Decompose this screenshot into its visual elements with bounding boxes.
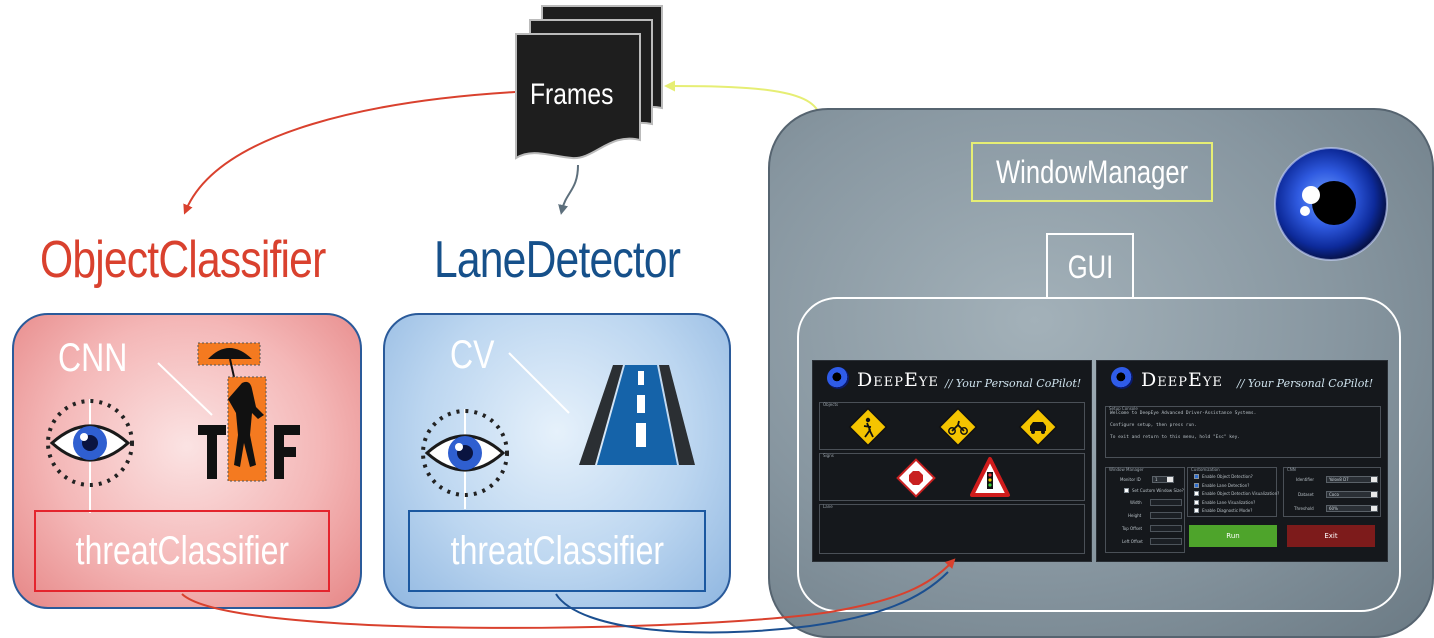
objectclassifier-graphics bbox=[46, 342, 300, 513]
objects-sign-icons bbox=[848, 407, 1058, 447]
customization-option-label: Enable Lane Visualization? bbox=[1202, 499, 1256, 505]
eye-icon bbox=[421, 409, 509, 497]
lanedetector-threatclassifier-label: threatClassifier bbox=[450, 528, 664, 573]
customization-option-label: Enable Diagnostic Mode? bbox=[1202, 508, 1253, 513]
dataset-select[interactable]: Coco bbox=[1326, 491, 1378, 498]
traffic-light-warning-sign-icon bbox=[970, 457, 1010, 497]
deepeye-logo-icon bbox=[1274, 147, 1388, 261]
objectclassifier-box bbox=[12, 313, 362, 609]
frames-to-lanedetector-arrow bbox=[558, 164, 579, 215]
run-button[interactable]: Run bbox=[1189, 525, 1277, 547]
object-detection-icon bbox=[197, 342, 300, 482]
objects-panel-label: Objects bbox=[823, 402, 839, 407]
mini-eye-logo-icon bbox=[827, 367, 849, 389]
gui-frame bbox=[797, 297, 1401, 612]
gui-label: GUI bbox=[1067, 248, 1113, 285]
top-offset-field[interactable] bbox=[1150, 525, 1182, 532]
stop-ahead-sign-icon bbox=[896, 458, 936, 498]
console-line-2: Configure setup, then press run. bbox=[1110, 423, 1197, 428]
cnn-panel: CNN Identifier Yolov8 D7 Dataset Coco Th… bbox=[1283, 467, 1381, 517]
app-tagline: // Your Personal CoPilot! bbox=[1237, 377, 1374, 390]
app-screen-right: DeepEye // Your Personal CoPilot! Setup … bbox=[1096, 360, 1388, 562]
window-manager-panel-label: Window Manager bbox=[1109, 467, 1144, 472]
monitor-id-label: Monitor ID bbox=[1120, 477, 1141, 482]
pedestrian-sign-icon bbox=[848, 407, 888, 447]
customization-option-checkbox[interactable] bbox=[1194, 508, 1199, 513]
exit-button[interactable]: Exit bbox=[1287, 525, 1375, 547]
cnn-label: CNN bbox=[58, 336, 128, 380]
customization-panel: Customization Enable Object Detection? En… bbox=[1187, 467, 1280, 517]
signs-panel: Signs bbox=[819, 453, 1085, 501]
frames-to-objectclassifier-arrow bbox=[183, 91, 516, 215]
windowmanager-label: WindowManager bbox=[995, 153, 1189, 190]
frames-label: Frames bbox=[530, 78, 614, 111]
custom-size-checkbox[interactable] bbox=[1124, 488, 1129, 493]
app-brand: DeepEye bbox=[1141, 369, 1223, 391]
monitor-id-select[interactable]: 1 bbox=[1152, 476, 1174, 483]
car-sign-icon bbox=[1018, 407, 1058, 447]
top-offset-label: Top Offset bbox=[1122, 526, 1143, 531]
console-line-1: Welcome to DeepEye Advanced Driver-Assis… bbox=[1110, 411, 1257, 416]
eye-icon bbox=[46, 399, 134, 487]
app-tagline: // Your Personal CoPilot! bbox=[945, 377, 1082, 390]
road-icon bbox=[579, 365, 695, 465]
identifier-label: Identifier bbox=[1296, 477, 1315, 482]
cnn-panel-label: CNN bbox=[1287, 467, 1296, 472]
customization-option-checkbox[interactable] bbox=[1194, 482, 1199, 488]
customization-option-checkbox[interactable] bbox=[1194, 491, 1199, 496]
objectclassifier-title: ObjectClassifier bbox=[40, 231, 326, 289]
window-manager-panel: Window Manager Monitor ID 1 Set Custom W… bbox=[1105, 467, 1185, 553]
customization-option-checkbox[interactable] bbox=[1194, 499, 1199, 505]
height-label: Height bbox=[1128, 513, 1142, 518]
width-label: Width bbox=[1130, 500, 1142, 505]
identifier-select[interactable]: Yolov8 D7 bbox=[1326, 476, 1378, 483]
customization-option-label: Enable Object Detection Visualization? bbox=[1202, 491, 1280, 496]
signs-sign-icons bbox=[896, 457, 1010, 498]
cv-label: CV bbox=[450, 333, 495, 377]
left-offset-label: Left Offset bbox=[1122, 539, 1143, 544]
threshold-select[interactable]: 60% bbox=[1326, 505, 1378, 512]
dataset-label: Dataset bbox=[1298, 492, 1314, 497]
custom-size-label: Set Custom Window Size? bbox=[1132, 488, 1184, 493]
customization-panel-label: Customization bbox=[1191, 467, 1220, 472]
console-line-3: To exit and return to this menu, hold "E… bbox=[1110, 435, 1241, 440]
gui-tab: GUI bbox=[1046, 233, 1134, 299]
customization-option-label: Enable Lane Detection? bbox=[1202, 482, 1250, 488]
customization-option-label: Enable Object Detection? bbox=[1202, 474, 1253, 479]
app-brand: DeepEye bbox=[857, 369, 939, 391]
threshold-label: Threshold bbox=[1294, 506, 1314, 511]
setup-console-label: Setup Console bbox=[1109, 406, 1138, 411]
lanedetector-graphics bbox=[421, 352, 695, 509]
objects-panel: Objects bbox=[819, 402, 1085, 450]
app-screen-left: DeepEye // Your Personal CoPilot! Object… bbox=[812, 360, 1092, 562]
height-field[interactable] bbox=[1150, 512, 1182, 519]
lanedetector-title: LaneDetector bbox=[434, 231, 681, 289]
width-field[interactable] bbox=[1150, 499, 1182, 506]
windowmanager-box: WindowManager bbox=[971, 142, 1213, 202]
objectclassifier-threatclassifier-box: threatClassifier bbox=[34, 510, 330, 592]
mini-eye-logo-icon bbox=[1111, 367, 1133, 389]
setup-console-panel: Setup Console Welcome to DeepEye Advance… bbox=[1105, 406, 1381, 458]
lane-panel: Lane bbox=[819, 504, 1085, 554]
objectclassifier-threatclassifier-label: threatClassifier bbox=[75, 528, 289, 573]
left-offset-field[interactable] bbox=[1150, 538, 1182, 545]
customization-option-checkbox[interactable] bbox=[1194, 474, 1199, 479]
lanedetector-threatclassifier-box: threatClassifier bbox=[408, 510, 706, 592]
signs-panel-label: Signs bbox=[823, 453, 834, 458]
frames-stack bbox=[515, 5, 663, 160]
motorcycle-sign-icon bbox=[938, 407, 978, 447]
lane-panel-label: Lane bbox=[823, 504, 833, 509]
